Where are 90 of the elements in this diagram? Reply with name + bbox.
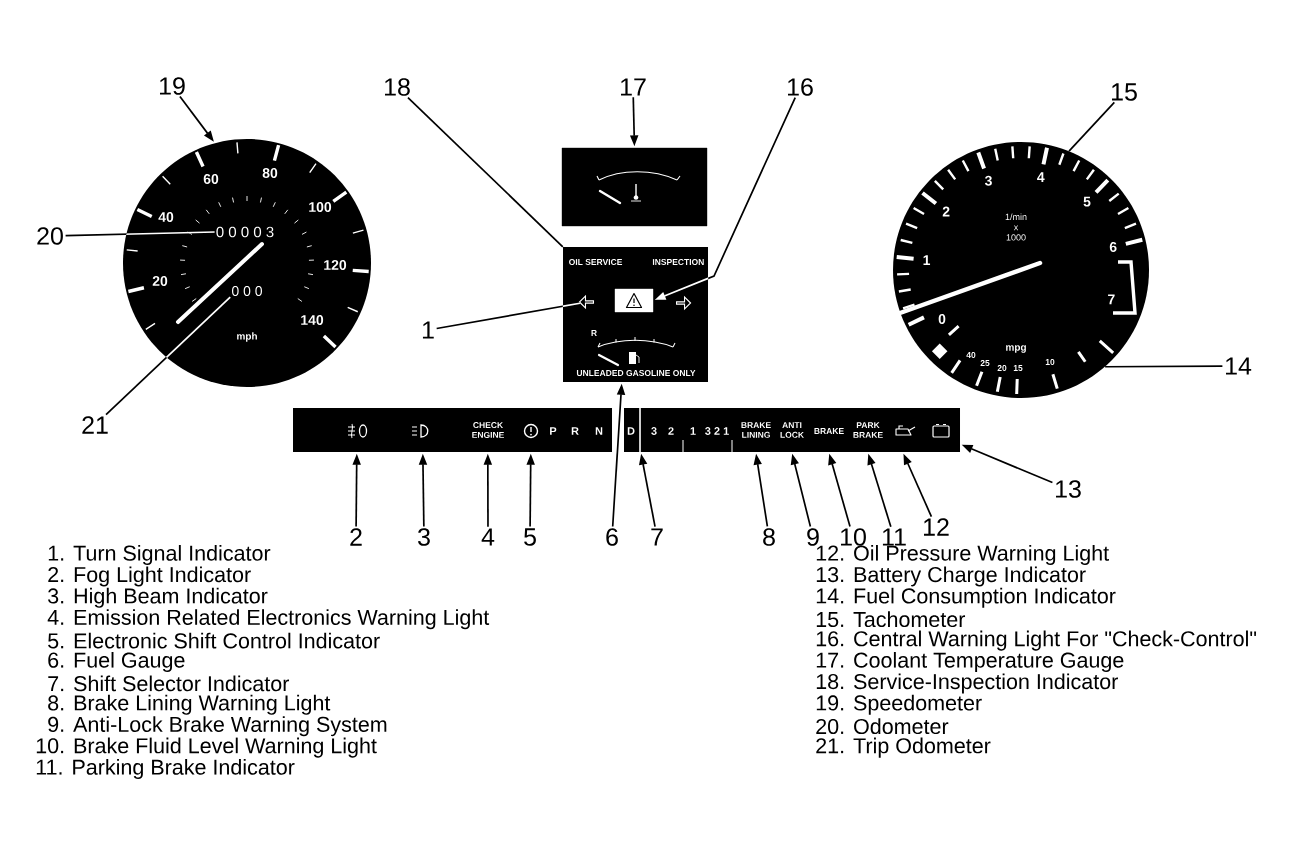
indicator-text: CHECK ENGINE	[472, 422, 504, 438]
callout-number: 17	[621, 78, 646, 96]
gear-letter: D	[627, 427, 635, 435]
gear-number: 2	[668, 427, 674, 435]
key-entry: 3. High Beam Indicator	[48, 587, 268, 608]
dial-number: 3	[984, 175, 992, 186]
key-entry: 8. Brake Lining Warning Light	[48, 694, 331, 715]
panel-text: OIL SERVICE	[569, 259, 623, 265]
callout-number: 5	[524, 528, 536, 546]
leader-line	[407, 96, 564, 248]
callout-number: 1	[422, 321, 434, 339]
callout-number: 10	[841, 528, 866, 546]
dial-number: 120	[324, 260, 347, 270]
unit-label: 1/min x 1000	[1005, 213, 1027, 241]
callout-number: 20	[37, 227, 63, 245]
dial-number: 100	[309, 202, 332, 212]
callout-number: 13	[1056, 480, 1081, 498]
leader-line	[1104, 365, 1224, 368]
scale-number: 10	[1045, 359, 1055, 365]
unit-label: mpg	[1006, 345, 1026, 353]
panel-text: INSPECTION	[652, 259, 704, 265]
dial-number: 6	[1109, 242, 1117, 252]
gear-number: 1	[690, 427, 696, 435]
dial-number: 2	[942, 206, 950, 217]
gear-letter: N	[595, 427, 603, 435]
indicator-text: BRAKE LINING	[741, 422, 771, 438]
trip-odometer-digits: 0 0 0	[232, 286, 262, 296]
gear-number: 3	[651, 427, 657, 435]
key-entry: 18. Service-Inspection Indicator	[816, 673, 1118, 694]
callout-number: 21	[82, 416, 108, 434]
callout-number: 18	[385, 78, 410, 96]
key-entry: 10. Brake Fluid Level Warning Light	[36, 737, 377, 758]
key-entry: 1. Turn Signal Indicator	[48, 545, 271, 566]
key-entry: 6. Fuel Gauge	[48, 652, 185, 673]
callout-number: 7	[651, 528, 663, 546]
callout-number: 11	[882, 528, 906, 546]
key-entry: 21. Trip Odometer	[816, 737, 991, 758]
odometer-digits: 0 0 0 0 3	[216, 226, 274, 238]
leader-line	[1068, 101, 1116, 152]
dial-number: 0	[938, 314, 946, 324]
key-entry: 16. Central Warning Light For "Check-Control"	[816, 630, 1257, 651]
callout-number: 2	[350, 528, 362, 546]
key-entry: 7. Shift Selector Indicator	[48, 675, 289, 692]
callout-number: 19	[160, 77, 185, 95]
callout-number: 12	[924, 518, 949, 536]
key-entry: 17. Coolant Temperature Gauge	[816, 652, 1124, 673]
scale-number: 15	[1013, 365, 1023, 371]
scale-number: 40	[966, 352, 976, 358]
key-entry: 2. Fog Light Indicator	[48, 566, 251, 587]
key-entry: 15. Tachometer	[816, 611, 966, 628]
key-entry: 5. Electronic Shift Control Indicator	[48, 632, 380, 649]
key-entry: 20. Odometer	[816, 718, 949, 735]
scale-number: 25	[980, 360, 990, 366]
callout-number: 16	[788, 78, 813, 96]
key-entry: 9. Anti-Lock Brake Warning System	[48, 716, 387, 737]
panel-text: UNLEADED GASOLINE ONLY	[576, 370, 696, 376]
key-entry: 12. Oil Pressure Warning Light	[816, 545, 1109, 566]
dial-number: 140	[301, 315, 324, 325]
dial-number: 1	[923, 255, 931, 265]
callout-number: 8	[763, 528, 775, 546]
leader-line	[105, 296, 232, 416]
callout-number: 9	[807, 528, 819, 546]
key-entry: 13. Battery Charge Indicator	[816, 566, 1086, 587]
gear-number: 3 2 1	[705, 427, 729, 435]
indicator-text: ANTI LOCK	[780, 422, 804, 438]
key-entry: 4. Emission Related Electronics Warning Light	[47, 609, 490, 630]
dial-number: 7	[1108, 294, 1115, 305]
callout-number: 4	[481, 528, 495, 546]
dial-number: 20	[152, 276, 168, 286]
callout-number: 14	[1226, 357, 1252, 375]
key-entry: 19. Speedometer	[816, 694, 982, 715]
indicator-text: BRAKE	[814, 428, 844, 434]
gear-letter: P	[550, 427, 557, 435]
callout-number: 15	[1112, 83, 1137, 101]
key-entry: 14. Fuel Consumption Indicator	[816, 587, 1116, 608]
indicator-text: PARK BRAKE	[853, 422, 883, 438]
gauge-letter: R	[591, 330, 597, 336]
scale-number: 20	[997, 365, 1007, 371]
dial-number: 4	[1037, 172, 1045, 182]
dial-number: 40	[158, 212, 174, 222]
dial-number: 80	[262, 168, 278, 178]
key-entry: 11. Parking Brake Indicator	[36, 759, 295, 780]
leader-line	[435, 302, 581, 330]
unit-label: mph	[237, 332, 257, 342]
callout-number: 3	[418, 528, 430, 546]
gear-letter: R	[571, 427, 579, 435]
dial-number: 5	[1083, 196, 1091, 207]
dial-number: 60	[203, 174, 219, 184]
callout-number: 6	[606, 528, 618, 546]
leader-line	[64, 231, 216, 237]
